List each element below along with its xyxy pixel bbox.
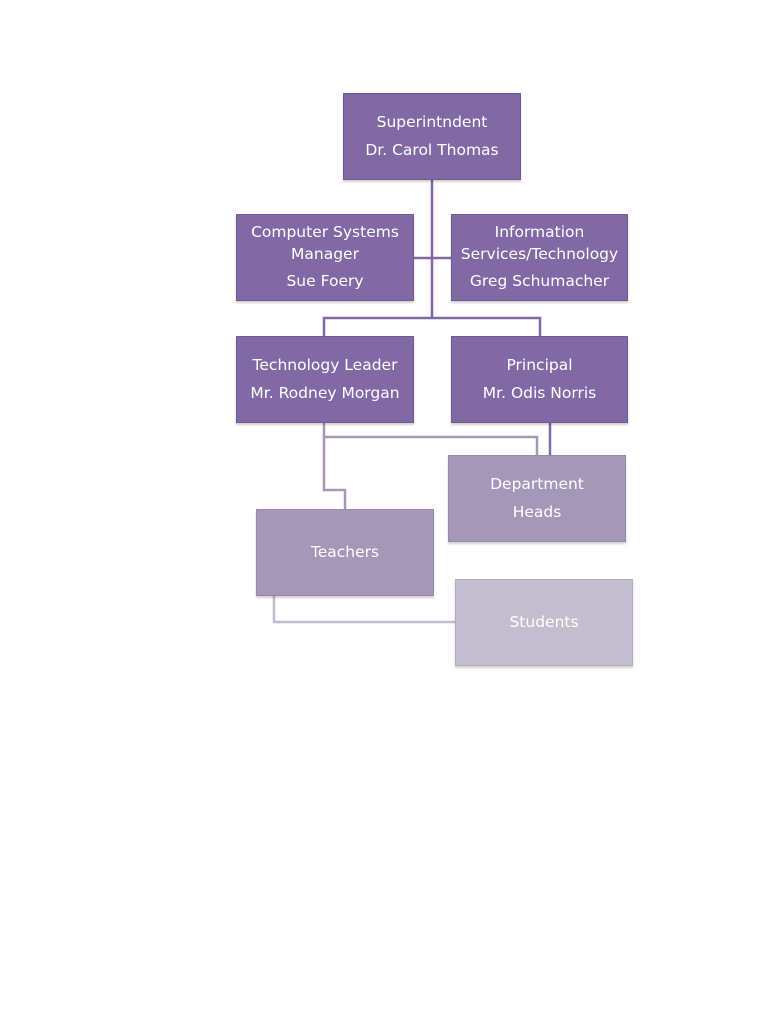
teachers-box: Teachers — [256, 509, 434, 596]
superintendent-title: Superintndent — [376, 112, 488, 131]
information-services-title-line1: Information — [494, 222, 585, 241]
connector-level2-branch — [322, 316, 542, 336]
technology-leader-name: Mr. Rodney Morgan — [250, 383, 400, 402]
technology-leader-title: Technology Leader — [252, 355, 398, 374]
superintendent-name: Dr. Carol Thomas — [365, 140, 499, 159]
information-services-box: Information Services/Technology Greg Sch… — [451, 214, 628, 301]
department-heads-title-line1: Department — [490, 474, 584, 493]
connector-teachers-students — [272, 595, 456, 624]
principal-name: Mr. Odis Norris — [482, 383, 597, 402]
information-services-title-line2: Services/Technology — [460, 244, 619, 263]
computer-systems-manager-name: Sue Foery — [286, 272, 364, 291]
connector-technology-leader-teachers — [322, 437, 347, 509]
computer-systems-manager-title-line1: Computer Systems — [251, 222, 399, 241]
information-services-name: Greg Schumacher — [469, 272, 610, 291]
computer-systems-manager-title-line2: Manager — [291, 244, 359, 263]
computer-systems-manager-box: Computer Systems Manager Sue Foery — [236, 214, 414, 301]
teachers-title: Teachers — [310, 542, 380, 561]
principal-title: Principal — [506, 355, 573, 374]
superintendent-box: Superintndent Dr. Carol Thomas — [343, 93, 521, 180]
connector-technology-leader-department-heads — [322, 423, 539, 457]
technology-leader-box: Technology Leader Mr. Rodney Morgan — [236, 336, 414, 423]
department-heads-box: Department Heads — [448, 455, 626, 542]
principal-box: Principal Mr. Odis Norris — [451, 336, 628, 423]
students-title: Students — [509, 612, 579, 631]
department-heads-title-line2: Heads — [512, 502, 562, 521]
students-box: Students — [455, 579, 633, 666]
